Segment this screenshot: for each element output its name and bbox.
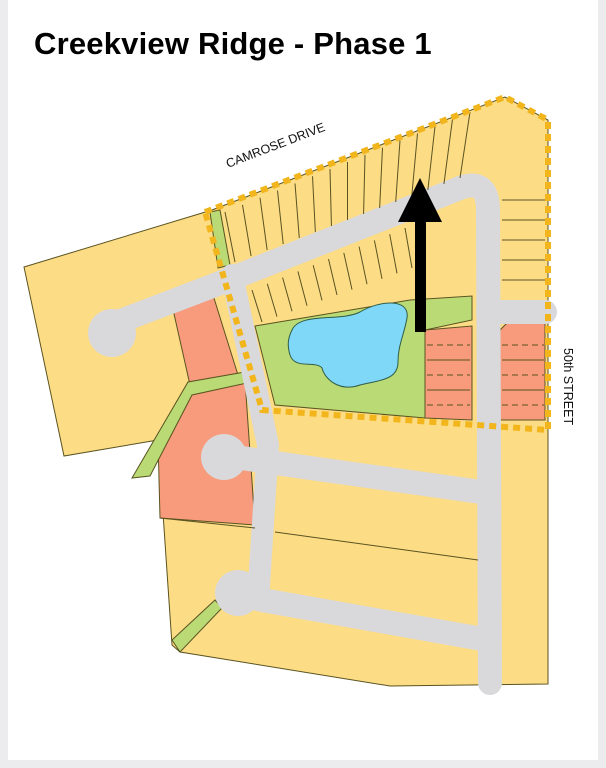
lot-line (277, 190, 284, 245)
lot-line (443, 119, 453, 185)
lot-line (312, 176, 316, 233)
lot-line (282, 277, 293, 312)
multifamily-lot-east-a (424, 325, 473, 421)
lot-line (373, 240, 383, 279)
lot-line (224, 211, 236, 263)
road-west-collector (221, 264, 279, 611)
lot-line (159, 517, 256, 529)
lot-line (404, 227, 413, 269)
road-main (106, 173, 502, 695)
lot-line (251, 289, 263, 323)
page-title: Creekview Ridge - Phase 1 (34, 26, 432, 61)
lot-line (259, 197, 268, 251)
cul-de-sacs (88, 309, 261, 616)
camrose-drive-label: CAMROSE DRIVE (224, 120, 327, 171)
lot-line (266, 283, 278, 317)
lot-line (242, 204, 252, 257)
lot-line (459, 111, 471, 179)
north-arrow-icon (398, 178, 442, 332)
lot-line (274, 531, 479, 561)
lot-line (379, 147, 383, 209)
cul-de-sac (201, 434, 247, 480)
large-lot-lines (159, 517, 479, 561)
lot-line (389, 234, 398, 274)
lot-lines (224, 111, 545, 391)
lot-line (297, 271, 308, 306)
lot-line (329, 169, 332, 227)
lot-line (343, 252, 353, 290)
cul-de-sac (215, 570, 261, 616)
lot-line (328, 258, 338, 296)
pond (287, 302, 408, 388)
phase-1-boundary (201, 93, 551, 434)
cul-de-sac (88, 309, 136, 357)
townhouse-dividers (427, 344, 544, 406)
lot-line (363, 154, 366, 215)
50th-street-label: 50th STREET (561, 348, 575, 425)
lot-line (427, 126, 436, 191)
lot-line (395, 140, 401, 203)
lot-line (358, 246, 368, 285)
lot-line (294, 183, 300, 239)
lot-line (411, 133, 418, 197)
lot-line (312, 265, 323, 301)
